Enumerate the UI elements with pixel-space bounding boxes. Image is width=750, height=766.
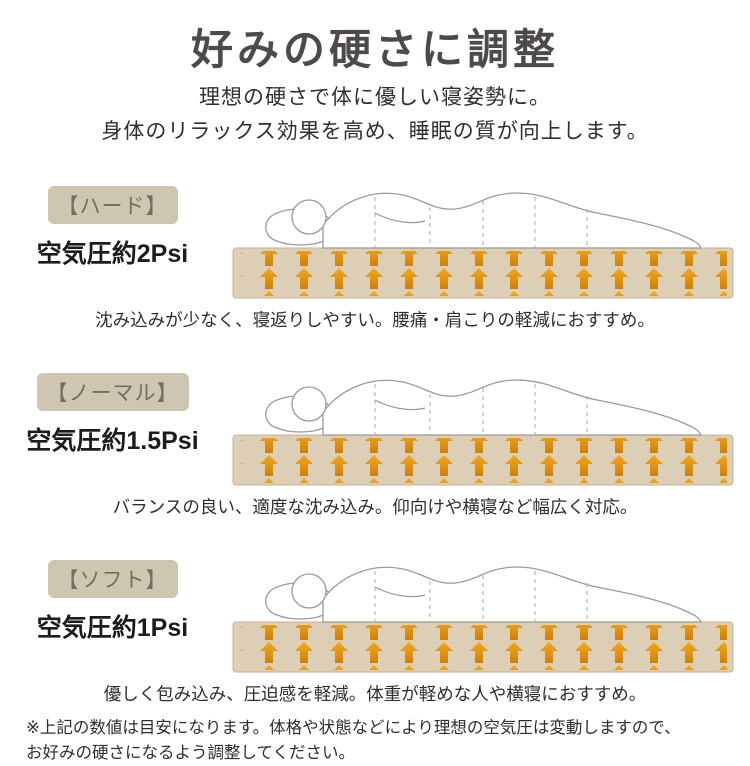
firmness-badge-hard: 【ハード】 — [47, 186, 178, 224]
footnote-line-2: お好みの硬さになるよう調整してください。 — [26, 743, 356, 762]
pressure-value-normal: 空気圧約1.5Psi — [26, 427, 199, 455]
subtitle-line-2: 身体のリラックス効果を高め、睡眠の質が向上します。 — [101, 120, 649, 143]
section-caption-hard: 沈み込みが少なく、寝返りしやすい。腰痛・肩こりの軽減におすすめ。 — [95, 310, 655, 330]
pressure-value-soft: 空気圧約1Psi — [36, 614, 189, 642]
mattress-illustration-normal — [225, 340, 750, 490]
firmness-badge-soft: 【ソフト】 — [47, 560, 178, 598]
firmness-section-soft: 【ソフト】 空気圧約1Psi 優しく包み込み、圧迫感を軽減。体重が軽めな人や横寝… — [0, 527, 750, 706]
firmness-section-normal: 【ノーマル】 空気圧約1.5Psi バランスの良い、適度な沈み込み。仰向けや横寝… — [0, 340, 750, 519]
pressure-value-hard: 空気圧約2Psi — [36, 240, 189, 268]
page-title: 好みの硬さに調整 — [190, 26, 559, 73]
section-caption-soft: 優しく包み込み、圧迫感を軽減。体重が軽めな人や横寝におすすめ。 — [103, 684, 647, 704]
footnote: ※上記の数値は目安になります。体格や状態などにより理想の空気圧は変動しますので、… — [26, 716, 724, 766]
section-caption-normal: バランスの良い、適度な沈み込み。仰向けや横寝など幅広く対応。 — [112, 497, 638, 517]
product-infographic: 好みの硬さに調整 理想の硬さで体に優しい寝姿勢に。 身体のリラックス効果を高め、… — [0, 26, 750, 762]
mattress-illustration-soft — [225, 527, 750, 677]
mattress-illustration-hard — [225, 153, 750, 303]
subtitle-line-1: 理想の硬さで体に優しい寝姿勢に。 — [199, 86, 551, 109]
footnote-line-1: ※上記の数値は目安になります。体格や状態などにより理想の空気圧は変動しますので、 — [26, 719, 681, 737]
firmness-section-hard: 【ハード】 空気圧約2Psi 沈み込みが少なく、寝返りしやすい。腰痛・肩こりの軽… — [0, 153, 750, 332]
firmness-badge-normal: 【ノーマル】 — [36, 373, 189, 411]
